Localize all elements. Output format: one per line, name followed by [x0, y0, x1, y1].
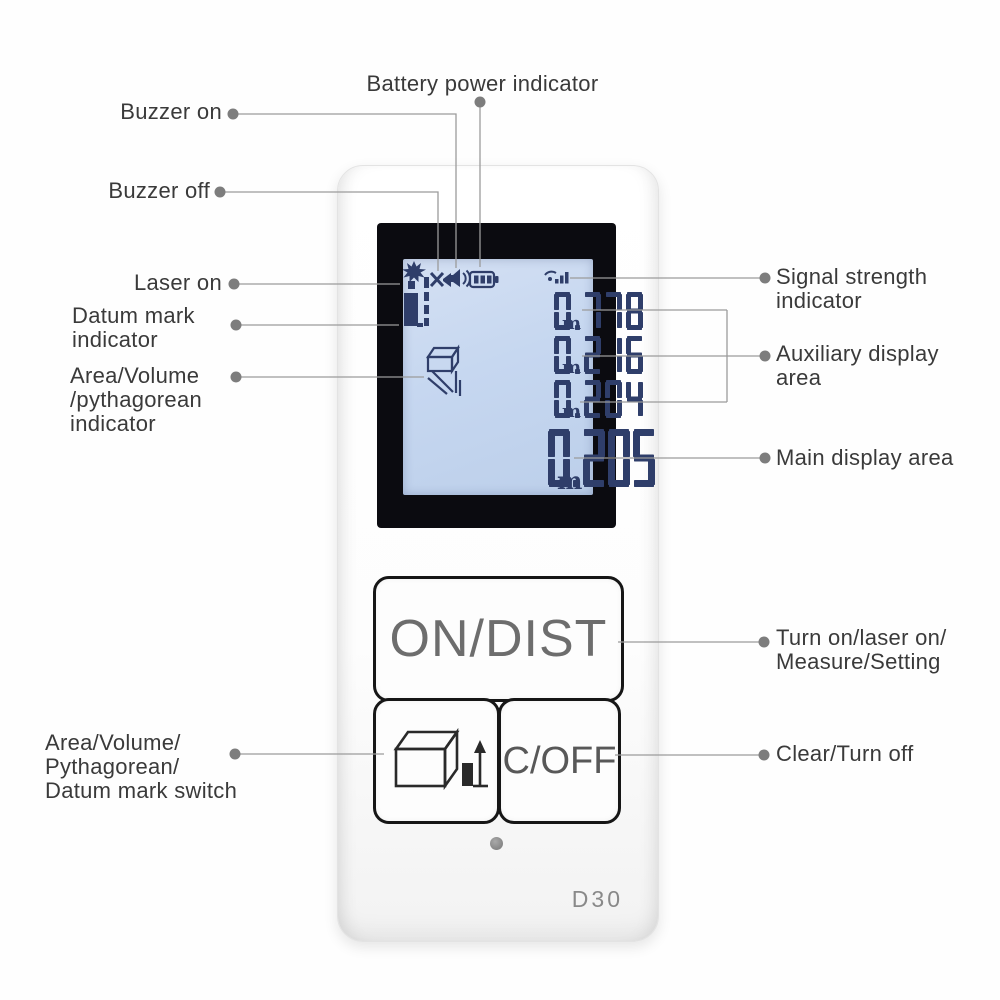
callout-main-display: Main display area: [776, 445, 954, 470]
main-unit: m: [557, 466, 583, 495]
aux-unit-3: m: [562, 401, 582, 422]
callout-c-off-function: Clear/Turn off: [776, 741, 914, 766]
aux-unit-2: m: [562, 357, 582, 378]
indicator-dot: [490, 837, 503, 850]
pythagorean-icon: [427, 370, 462, 396]
laser-on-icon: [403, 261, 426, 282]
c-off-button[interactable]: C/OFF: [498, 698, 621, 824]
callout-buzzer-off: Buzzer off: [108, 178, 210, 203]
datum-mark-icon: [404, 277, 429, 327]
callout-battery-power: Battery power indicator: [366, 71, 599, 96]
callout-mode-switch: Area/Volume/ Pythagorean/ Datum mark swi…: [45, 730, 238, 803]
battery-icon: [468, 270, 499, 289]
on-dist-button[interactable]: ON/DIST: [373, 576, 624, 702]
c-off-label: C/OFF: [502, 739, 617, 782]
device-body: m m m m ON/DIST C/OF: [337, 165, 659, 942]
callout-buzzer-on: Buzzer on: [120, 99, 222, 124]
mode-switch-button[interactable]: [373, 698, 500, 824]
callout-area-volume-indicator: Area/Volume /pythagorean indicator: [70, 363, 203, 436]
callout-auxiliary-display: Auxiliary display area: [776, 341, 939, 390]
cube-icon: [425, 344, 461, 375]
callout-on-dist-function: Turn on/laser on/ Measure/Setting: [776, 625, 947, 674]
on-dist-label: ON/DIST: [389, 610, 608, 668]
buzzer-off-icon: [429, 271, 451, 288]
lcd-screen: m m m m: [403, 259, 655, 495]
buzzer-on-icon: [449, 269, 471, 288]
model-label: D30: [571, 886, 623, 912]
signal-strength-icon: [544, 270, 569, 284]
callout-signal-strength: Signal strength indicator: [776, 264, 928, 313]
callout-laser-on: Laser on: [133, 270, 222, 295]
display-bezel: m m m m: [377, 223, 655, 528]
callout-datum-mark: Datum mark indicator: [72, 303, 195, 352]
cube-with-datum-arrow-icon: [393, 727, 488, 791]
aux-unit-1: m: [562, 313, 582, 334]
